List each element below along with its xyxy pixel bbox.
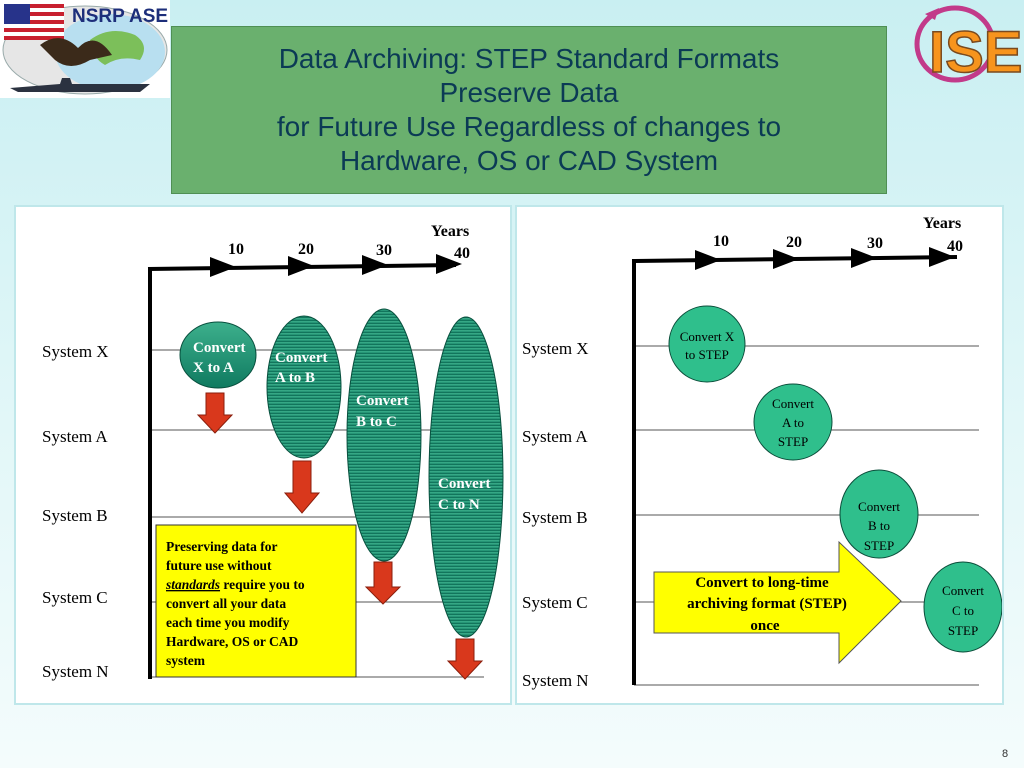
convert-x-to-step-circle (668, 305, 746, 383)
note-line-3-rest: require you to (220, 577, 305, 592)
note-line-3: standards require you to (165, 577, 305, 592)
nsrp-ase-logo: NSRP ASE (0, 0, 170, 98)
flag-icon (4, 4, 64, 40)
right-system-a-label: System A (522, 427, 588, 446)
convert-x-to-a-line1: Convert (193, 340, 246, 356)
left-system-a-label: System A (42, 427, 108, 446)
left-axis-arrowheads (210, 254, 462, 277)
convert-b-to-step-circle (839, 469, 919, 559)
page-number: 8 (1002, 748, 1009, 760)
down-arrow-icon (196, 392, 234, 434)
title-banner: Data Archiving: STEP Standard Formats Pr… (171, 26, 887, 194)
convert-x-to-a-line2: X to A (193, 360, 234, 376)
right-tick-10: 10 (713, 233, 729, 250)
left-system-n-label: System N (42, 662, 109, 681)
convert-c-to-step-line2: C to (952, 603, 974, 618)
convert-x-to-a-ellipse (179, 321, 257, 389)
callout-line-3: once (750, 618, 780, 634)
note-line-3-emphasis: standards (165, 577, 220, 592)
logo-right-text: ISE (929, 20, 1023, 84)
callout-line-2: archiving format (STEP) (687, 596, 847, 612)
note-line-4: convert all your data (166, 596, 286, 611)
note-line-7: system (166, 653, 206, 668)
ise-logo: ISE (905, 2, 1023, 86)
ship-icon (10, 78, 150, 92)
convert-b-to-step-line3: STEP (864, 538, 894, 553)
left-system-b-label: System B (42, 506, 108, 525)
right-system-n-label: System N (522, 671, 589, 690)
left-tick-40: 40 (454, 245, 470, 262)
convert-a-to-b-ellipse (266, 315, 342, 459)
ise-logo-graphic: ISE (914, 5, 1023, 86)
convert-c-to-step-line1: Convert (942, 583, 984, 598)
right-diagram-panel: Years 10 20 30 40 System X System A Syst… (515, 205, 1004, 705)
convert-a-to-step-circle (753, 383, 833, 461)
slide-title: Data Archiving: STEP Standard Formats Pr… (276, 43, 782, 176)
left-tick-20: 20 (298, 241, 314, 258)
convert-b-to-c-ellipse (346, 308, 422, 562)
logo-left-text: NSRP ASE (72, 6, 168, 27)
right-system-c-label: System C (522, 593, 588, 612)
convert-b-to-c-line1: Convert (356, 393, 409, 409)
right-diagram: Years 10 20 30 40 System X System A Syst… (522, 215, 1003, 690)
right-system-x-label: System X (522, 339, 589, 358)
left-system-x-label: System X (42, 342, 109, 361)
convert-c-to-n-line1: Convert (438, 476, 491, 492)
step-callout-arrow (653, 540, 902, 665)
note-box (155, 524, 357, 678)
convert-a-to-b-line1: Convert (275, 350, 328, 366)
convert-b-to-c-line2: B to C (356, 414, 397, 430)
eagle-icon (40, 38, 112, 66)
note-line-6: Hardware, OS or CAD (166, 634, 298, 649)
right-tick-20: 20 (786, 234, 802, 251)
convert-c-to-n-line2: C to N (438, 497, 480, 513)
down-arrow-icon (364, 561, 402, 605)
note-line-5: each time you modify (166, 615, 290, 630)
left-diagram: Years 10 20 30 40 System X System A Syst… (42, 223, 504, 681)
right-system-b-label: System B (522, 508, 588, 527)
left-axis-title: Years (431, 223, 469, 240)
right-axis-title: Years (923, 215, 961, 232)
convert-a-to-step-line2: A to (782, 415, 804, 430)
convert-a-to-b-line2: A to B (275, 370, 315, 386)
convert-b-to-step-line2: B to (868, 518, 890, 533)
left-tick-10: 10 (228, 241, 244, 258)
convert-c-to-n-ellipse (428, 316, 504, 638)
convert-c-to-step-line3: STEP (948, 623, 978, 638)
convert-x-to-step-line1: Convert X (680, 329, 735, 344)
nsrp-ase-logo-graphic: NSRP ASE (2, 4, 168, 95)
left-diagram-panel: Years 10 20 30 40 System X System A Syst… (14, 205, 512, 705)
down-arrow-icon (283, 460, 321, 514)
right-tick-40: 40 (947, 238, 963, 255)
down-arrow-icon (446, 638, 484, 680)
left-tick-30: 30 (376, 242, 392, 259)
callout-line-1: Convert to long-time (695, 575, 829, 591)
convert-a-to-step-line1: Convert (772, 396, 814, 411)
convert-b-to-step-line1: Convert (858, 499, 900, 514)
right-tick-30: 30 (867, 235, 883, 252)
left-system-c-label: System C (42, 588, 108, 607)
note-line-2: future use without (166, 558, 272, 573)
convert-x-to-step-line2: to STEP (685, 347, 729, 362)
right-axis-arrowheads (695, 247, 955, 270)
note-line-1: Preserving data for (166, 539, 277, 554)
convert-a-to-step-line3: STEP (778, 434, 808, 449)
